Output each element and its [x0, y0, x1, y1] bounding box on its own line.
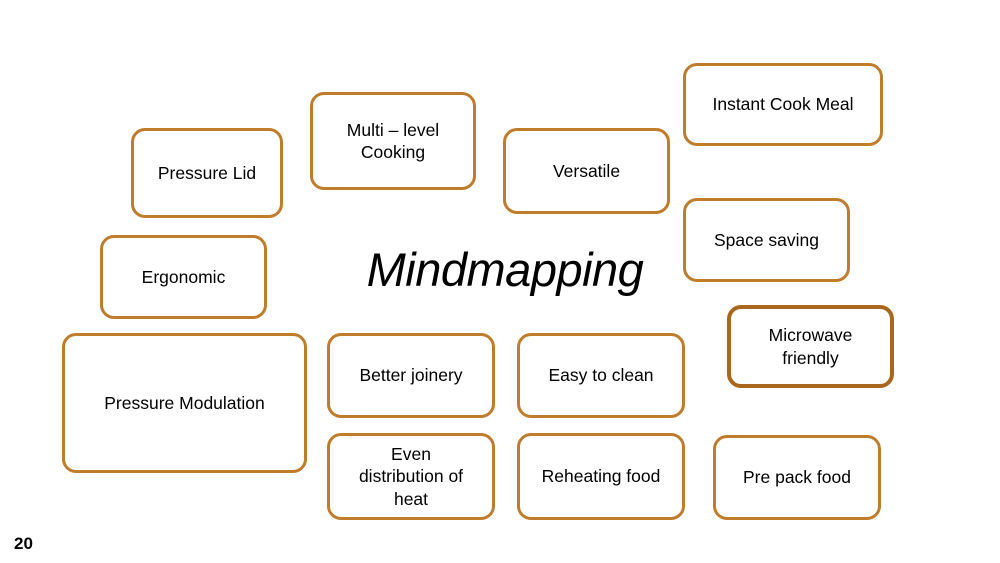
- mindmap-node-pressure-lid[interactable]: Pressure Lid: [131, 128, 283, 218]
- mindmap-node-even-distribution-of-heat[interactable]: Even distribution of heat: [327, 433, 495, 520]
- mindmap-node-reheating-food[interactable]: Reheating food: [517, 433, 685, 520]
- mindmap-node-better-joinery[interactable]: Better joinery: [327, 333, 495, 418]
- page-number: 20: [14, 534, 33, 553]
- mindmap-node-easy-to-clean[interactable]: Easy to clean: [517, 333, 685, 418]
- mindmap-node-microwave-friendly[interactable]: Microwave friendly: [727, 305, 894, 388]
- mindmap-node-multi-level-cooking[interactable]: Multi – level Cooking: [310, 92, 476, 190]
- mindmap-node-pressure-modulation[interactable]: Pressure Modulation: [62, 333, 307, 473]
- mindmap-node-pre-pack-food[interactable]: Pre pack food: [713, 435, 881, 520]
- mindmap-node-versatile[interactable]: Versatile: [503, 128, 670, 214]
- mindmap-node-ergonomic[interactable]: Ergonomic: [100, 235, 267, 319]
- mindmap-node-instant-cook-meal[interactable]: Instant Cook Meal: [683, 63, 883, 146]
- mindmap-node-space-saving[interactable]: Space saving: [683, 198, 850, 282]
- mindmap-center-title: Mindmapping: [366, 242, 644, 296]
